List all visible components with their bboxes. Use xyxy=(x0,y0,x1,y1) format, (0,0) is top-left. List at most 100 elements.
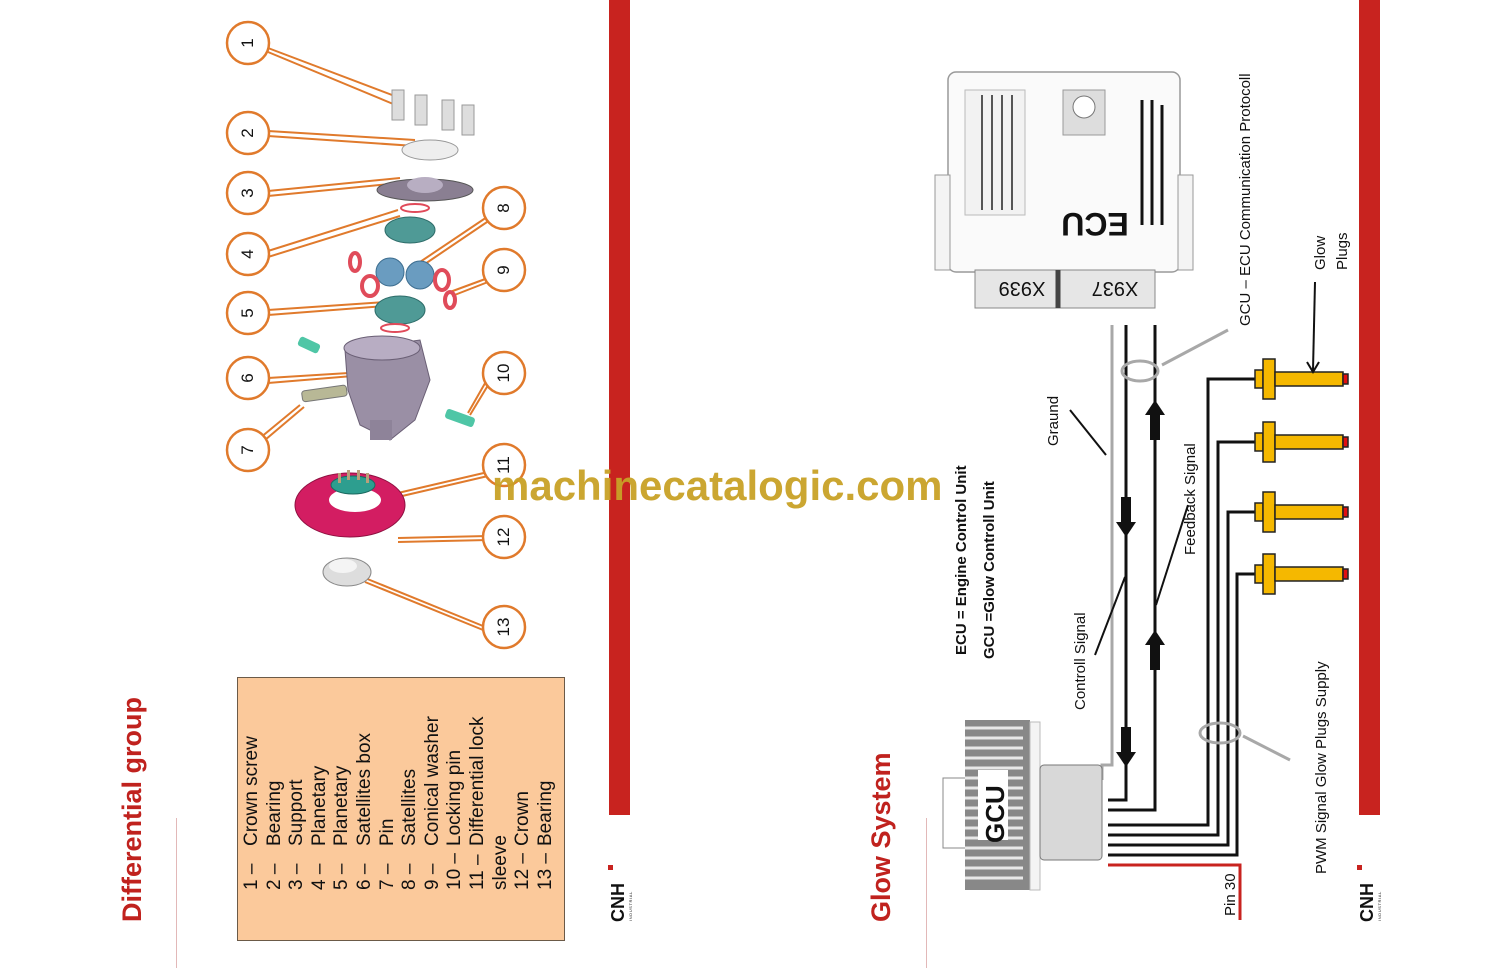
label-control: Controll Signal xyxy=(1072,612,1089,710)
svg-text:CNH: CNH xyxy=(608,883,628,922)
label-pin30: Pin 30 xyxy=(1222,873,1239,916)
callout-number: 5 xyxy=(238,308,257,318)
legend-item: 13 – Bearing xyxy=(534,716,558,891)
callout-number: 6 xyxy=(238,373,257,383)
callout-number: 3 xyxy=(238,188,257,198)
legend-item: 3 – Support xyxy=(286,716,309,890)
part-bearing-2 xyxy=(401,139,459,161)
parts-legend xyxy=(237,677,565,941)
legend-label: Locking pin xyxy=(444,749,466,846)
legend-number: 3 – xyxy=(286,863,308,890)
legend-label: Satellites box xyxy=(353,732,375,846)
callout-number: 10 xyxy=(494,363,513,383)
pin30-wire xyxy=(1108,863,1242,920)
legend-number: 5 – xyxy=(331,863,353,890)
legend-number: 2 – xyxy=(263,863,285,890)
legend-number: 10 – xyxy=(444,853,466,890)
part-bearing-13 xyxy=(322,557,372,587)
part-locking-pin-right xyxy=(445,409,475,427)
callout-number: 2 xyxy=(238,128,257,138)
svg-text:INDUSTRIAL: INDUSTRIAL xyxy=(628,891,633,921)
part-conical-washers xyxy=(348,251,457,310)
part-locking-pin-left xyxy=(297,336,321,354)
part-satellites-box xyxy=(343,335,431,441)
label-glow: Glow xyxy=(1312,235,1329,270)
svg-text:CNH: CNH xyxy=(1357,883,1377,922)
gcu-label: GCU xyxy=(980,785,1010,843)
legend-number: 7 – xyxy=(376,863,398,890)
legend-number: 1 – xyxy=(241,863,262,890)
label-feedback: Feedback Signal xyxy=(1182,443,1199,555)
callout-number: 7 xyxy=(238,445,257,455)
control-signal-wire xyxy=(1108,325,1128,802)
ecu-label: ECU xyxy=(1061,206,1129,242)
legend-label: Crown screw xyxy=(241,736,262,846)
differential-exploded-diagram xyxy=(225,20,527,650)
callout-number: 1 xyxy=(238,38,257,48)
connector-x937: X937 xyxy=(1091,277,1139,299)
cnh-logo-left: CNH INDUSTRIAL xyxy=(608,862,634,924)
callout-number: 13 xyxy=(494,617,513,637)
legend-label: Support xyxy=(286,779,308,846)
part-satellites xyxy=(375,257,435,290)
legend-label: Crown xyxy=(512,791,534,846)
callout-number: 12 xyxy=(494,527,513,547)
glow-wiring-diagram xyxy=(934,71,1349,920)
legend-label: Bearing xyxy=(263,780,285,847)
ground-wire xyxy=(1100,325,1114,780)
label-plugs: Plugs xyxy=(1334,232,1351,270)
svg-text:INDUSTRIAL: INDUSTRIAL xyxy=(1377,891,1382,921)
right-accent-bar xyxy=(1359,0,1380,815)
label-protocol: GCU – ECU Communication Protocoll xyxy=(1237,73,1254,326)
part-planetary-4 xyxy=(384,216,436,244)
legend-item: 11 – Differential lock xyxy=(467,716,490,890)
legend-item: 12 –Crown xyxy=(512,716,535,890)
page-title-glow-system: Glow System xyxy=(866,752,896,922)
ecu-module xyxy=(934,71,1194,309)
part-crown-screws xyxy=(391,89,475,136)
feedback-signal-wire xyxy=(1108,325,1157,812)
legend-number: 13 – xyxy=(534,853,556,890)
part-diff-lock-sleeve xyxy=(330,475,376,495)
left-divider-line xyxy=(176,818,177,968)
legend-item: 6 – Satellites box xyxy=(354,716,377,890)
watermark: machinecatalogic.com xyxy=(492,462,943,509)
legend-label: Satellites xyxy=(399,768,421,846)
legend-number: 4 – xyxy=(308,863,330,890)
legend-item: sleeve xyxy=(490,716,513,890)
right-divider-line xyxy=(926,818,927,968)
callout-number: 4 xyxy=(238,249,257,259)
legend-item: 8 – Satellites xyxy=(399,716,422,890)
legend-label: Bearing xyxy=(534,780,556,847)
legend-item: 4 – Planetary xyxy=(309,716,332,890)
legend-item: 9 – Conical washer xyxy=(422,716,445,890)
legend-number: 8 – xyxy=(399,863,421,890)
legend-item: 10 – Locking pin xyxy=(444,716,467,890)
part-planetary-5 xyxy=(374,295,426,325)
callout-number: 9 xyxy=(494,265,513,275)
legend-item: 2 – Bearing xyxy=(263,716,287,891)
part-pin xyxy=(301,384,348,403)
part-crown xyxy=(294,472,406,538)
legend-label: Pin xyxy=(376,818,398,846)
glow-plugs xyxy=(1254,358,1349,595)
legend-number: 11 – xyxy=(466,854,488,890)
legend-item: 7 – Pin xyxy=(377,716,400,890)
legend-label: Differential lock xyxy=(466,716,488,846)
legend-item: 1 – Crown screw xyxy=(241,716,264,890)
callout-number: 8 xyxy=(494,203,513,213)
legend-number: 6 – xyxy=(353,863,375,890)
gcu-module xyxy=(942,720,1103,891)
page-title-differential: Differential group xyxy=(117,696,147,922)
label-ground: Graund xyxy=(1045,395,1062,446)
legend-label: Planetary xyxy=(308,765,330,846)
label-pwm: PWM Signal Glow Plugs Supply xyxy=(1313,661,1330,874)
cnh-logo-right: CNH INDUSTRIAL xyxy=(1357,862,1383,924)
legend-label: Conical washer xyxy=(421,716,443,846)
legend-label: sleeve xyxy=(489,835,511,890)
left-accent-bar xyxy=(609,0,630,815)
legend-number: 9 – xyxy=(421,863,443,890)
connector-x939: X939 xyxy=(998,277,1046,299)
legend-item: 5 –Planetary xyxy=(331,716,354,890)
